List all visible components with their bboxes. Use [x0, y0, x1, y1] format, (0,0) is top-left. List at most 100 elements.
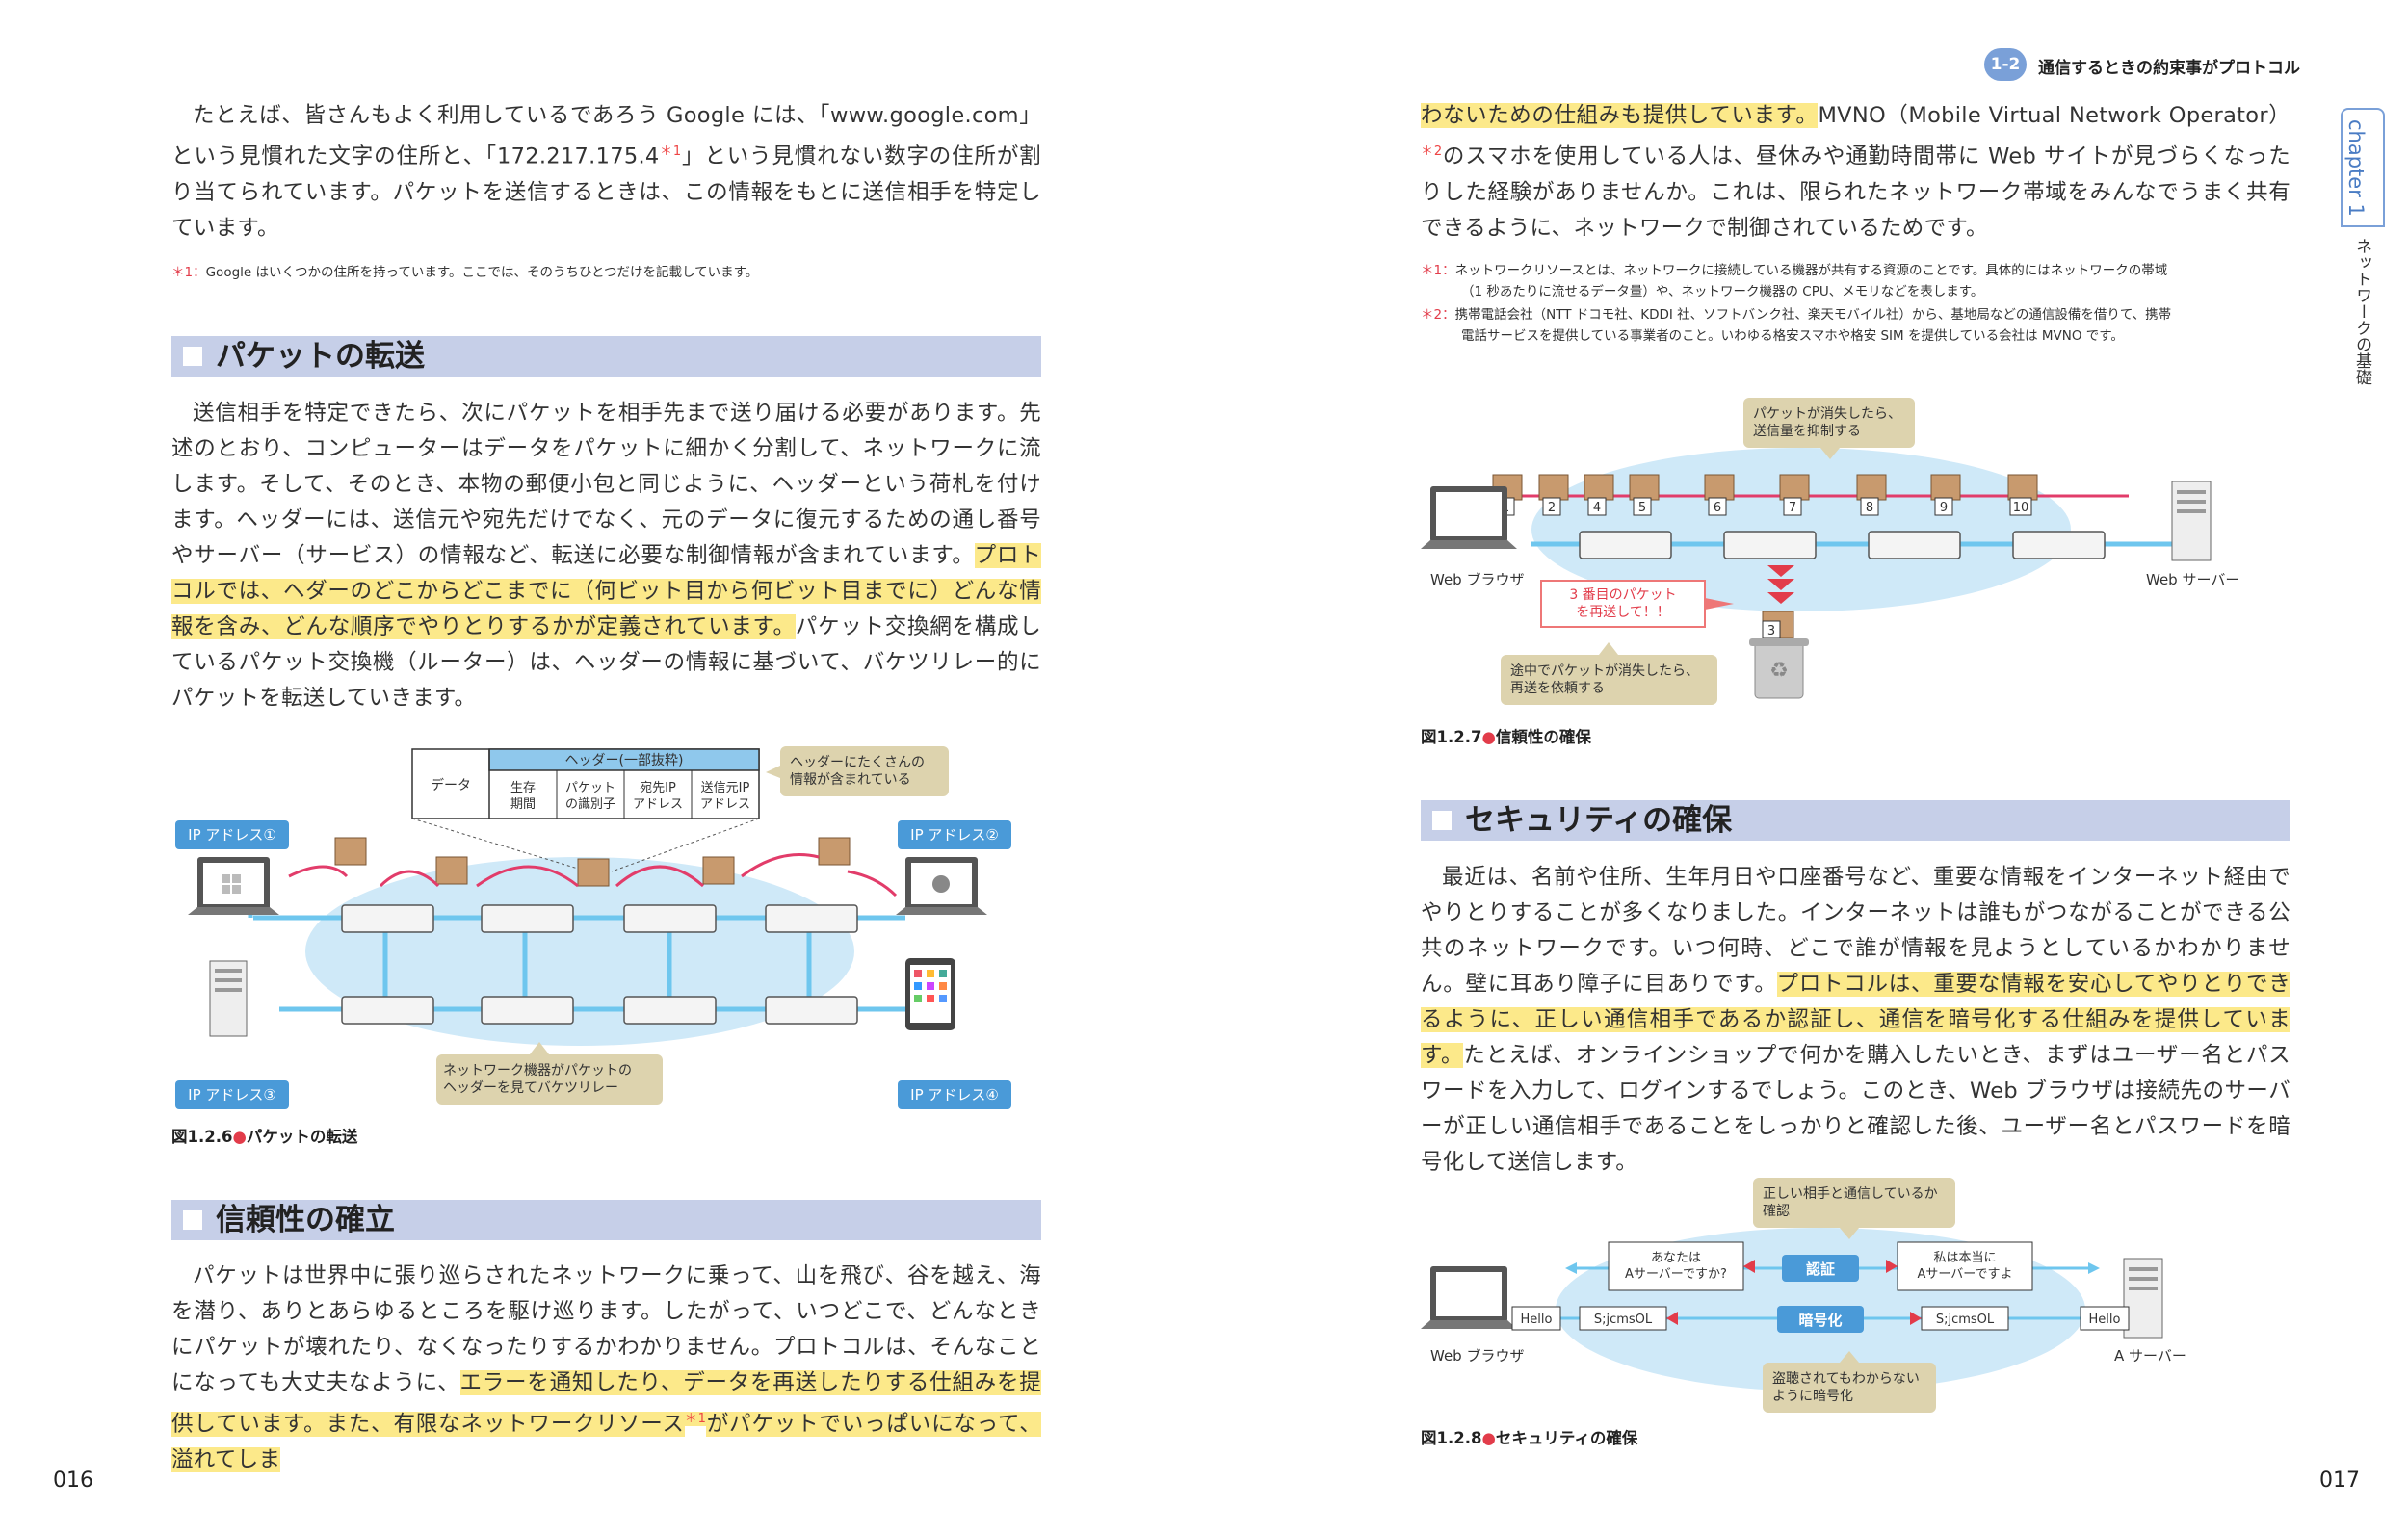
svg-text:5: 5 [1638, 501, 1646, 515]
header-col-1: 生存期間 [510, 781, 536, 812]
heading-square-icon [183, 1210, 202, 1230]
svg-text:途中でパケットが消失したら、再送を依頼する: 途中でパケットが消失したら、再送を依頼する [1510, 663, 1699, 696]
trash-icon: ♻ [1749, 638, 1809, 699]
highlighted-text: な順序でやりとりするかが定義されています。 [327, 614, 796, 639]
header-title: ヘッダー(一部抜粋) [565, 753, 684, 768]
svg-text:Hello: Hello [2089, 1313, 2121, 1327]
laptop-apple-icon [896, 857, 987, 915]
svg-text:3: 3 [1767, 624, 1775, 638]
chapter-tab: chapter 1 ネットワークの基礎 [2341, 108, 2385, 397]
text-line: いう見慣れた文字の住所と、「172.217.175.4 [194, 143, 660, 169]
svg-text:♻: ♻ [1769, 659, 1789, 683]
router-icon [341, 904, 858, 1025]
svg-text:8: 8 [1866, 501, 1873, 515]
text-line: てられています。パケットを送信するときは、この情報をもとに送信相手を特定していま [171, 179, 1041, 241]
text-line: す。 [237, 215, 279, 241]
callout-bucket-relay [436, 1054, 663, 1105]
packet-icon [334, 837, 851, 887]
svg-text:パケットが消失したら、送信量を抑制する: パケットが消失したら、送信量を抑制する [1753, 406, 1901, 439]
page-number-right: 017 [2319, 1469, 2360, 1493]
packet-transfer-paragraph: 送信相手を特定できたら、次にパケットを相手先まで送り届ける必要があります。先述の… [171, 401, 1041, 711]
figure-caption: 図1.2.6●パケットの転送 [171, 1128, 358, 1146]
running-header: 1-2 通信するときの約束事がプロトコル [1984, 48, 2312, 81]
footnote-2: ＊2：携帯電話会社（NTT ドコモ社、KDDI 社、ソフトバンク社、楽天モバイル… [1421, 307, 2172, 344]
section-heading-reliability: 信頼性の確立 [171, 1200, 1041, 1240]
section-badge-text: 1-2 [1990, 55, 2021, 74]
footnote-ref: ＊1 [659, 144, 682, 159]
server-icon [2123, 1258, 2163, 1339]
svg-text:10: 10 [2013, 501, 2029, 515]
svg-text:S;jcmsOL: S;jcmsOL [1594, 1313, 1653, 1327]
reliability-paragraph: パケットは世界中に張り巡らされたネットワークに乗って、山を飛び、谷を越え、海を潜… [171, 1263, 1042, 1472]
svg-text:暗号化: 暗号化 [1798, 1312, 1842, 1329]
footnote-1: ＊1：ネットワークリソースとは、ネットワークに接続している機器が共有する資源のこ… [1421, 263, 2168, 299]
callout-header-info [780, 746, 949, 796]
down-arrow-icon [1767, 565, 1794, 604]
svg-text:4: 4 [1593, 501, 1601, 515]
figure-reliability: パケットが消失したら、送信量を抑制する 1 2 4 5 6 7 8 9 10 W… [1421, 398, 2239, 705]
callout-verify [1753, 1178, 1955, 1228]
running-title: 通信するときの約束事がプロトコル [2038, 59, 2300, 78]
svg-text:S;jcmsOL: S;jcmsOL [1936, 1313, 1995, 1327]
svg-text:ネットワーク機器がパケットのヘッダーを見てバケツリレー: ネットワーク機器がパケットのヘッダーを見てバケツリレー [443, 1063, 632, 1096]
svg-text:Web ブラウザ: Web ブラウザ [1430, 571, 1524, 588]
laptop-icon [1421, 1266, 1517, 1329]
svg-text:2: 2 [1548, 501, 1556, 515]
packet-icon [1492, 474, 2038, 501]
svg-text:A サーバー: A サーバー [2114, 1347, 2186, 1365]
callout-suppress [1743, 398, 1915, 448]
ip-badge-1 [175, 820, 289, 849]
laptop-icon [1421, 486, 1517, 549]
callout-resend [1501, 655, 1717, 705]
svg-text:Web サーバー: Web サーバー [2146, 571, 2239, 588]
heading-square-icon [1432, 811, 1452, 830]
section-heading-security: セキュリティの確保 [1421, 800, 2290, 841]
svg-text:IP アドレス①: IP アドレス① [188, 826, 276, 844]
figure-caption: 図1.2.8●セキュリティの確保 [1421, 1429, 1638, 1447]
heading-square-icon [183, 347, 202, 366]
svg-text:IP アドレス④: IP アドレス④ [910, 1086, 999, 1104]
footnote-ref: ＊2 [1421, 144, 1443, 159]
text-line: 」という見慣れない数字の住所が割り当 [171, 143, 1041, 205]
resend-request [1540, 580, 1706, 628]
server-icon [2171, 481, 2212, 561]
svg-text:3 番目のパケットを再送して！！: 3 番目のパケットを再送して！！ [1569, 587, 1676, 620]
figure-caption: 図1.2.7●信頼性の確保 [1421, 728, 1591, 746]
svg-text:Hello: Hello [1521, 1313, 1553, 1327]
section-heading-packet-transfer: パケットの転送 [171, 336, 1041, 377]
section-badge [1984, 48, 2027, 81]
text-line: たとえば、皆さんもよく利用しているであろう Google には、「www.goo… [171, 103, 1041, 169]
highlighted-text: ます。また、有限なネットワークリソース [260, 1411, 685, 1437]
continued-paragraph: わないための仕組みも提供しています。MVNO（Mobile Virtual Ne… [1421, 103, 2290, 241]
intro-paragraph: たとえば、皆さんもよく利用しているであろう Google には、「www.goo… [171, 98, 1041, 247]
chapter-title: ネットワークの基礎 [2352, 238, 2371, 385]
highlighted-text: わないための仕組みも提供しています。 [1421, 103, 1819, 128]
svg-text:Web ブラウザ: Web ブラウザ [1430, 1347, 1524, 1365]
svg-text:9: 9 [1940, 501, 1948, 515]
auth-badge [1782, 1255, 1859, 1282]
security-paragraph: 最近は、名前や住所、生年月日や口座番号など、重要な情報をインターネット経由でやり… [1421, 865, 2290, 1175]
encrypt-badge [1777, 1306, 1864, 1333]
svg-text:IP アドレス③: IP アドレス③ [188, 1086, 276, 1104]
chapter-tab-box [2341, 108, 2385, 227]
svg-text:IP アドレス②: IP アドレス② [910, 826, 999, 844]
footnote: ＊1：Google はいくつかの住所を持っています。ここでは、そのうちひとつだけ… [171, 265, 759, 280]
ip-badge-4 [898, 1080, 1011, 1109]
svg-text:6: 6 [1714, 501, 1721, 515]
laptop-windows-icon [188, 857, 279, 915]
router-icon [1579, 531, 2106, 559]
svg-text:ヘッダーにたくさんの情報が含まれている: ヘッダーにたくさんの情報が含まれている [790, 755, 925, 788]
server-icon [209, 960, 248, 1037]
tablet-icon [905, 958, 955, 1030]
data-label: データ [431, 777, 471, 793]
callout-encrypt [1763, 1363, 1936, 1413]
col-text: 生存 [510, 781, 536, 795]
page-number-left: 016 [53, 1469, 93, 1493]
svg-text:正しい相手と通信しているか確認: 正しい相手と通信しているか確認 [1763, 1186, 1938, 1219]
svg-text:認証: 認証 [1806, 1261, 1835, 1278]
